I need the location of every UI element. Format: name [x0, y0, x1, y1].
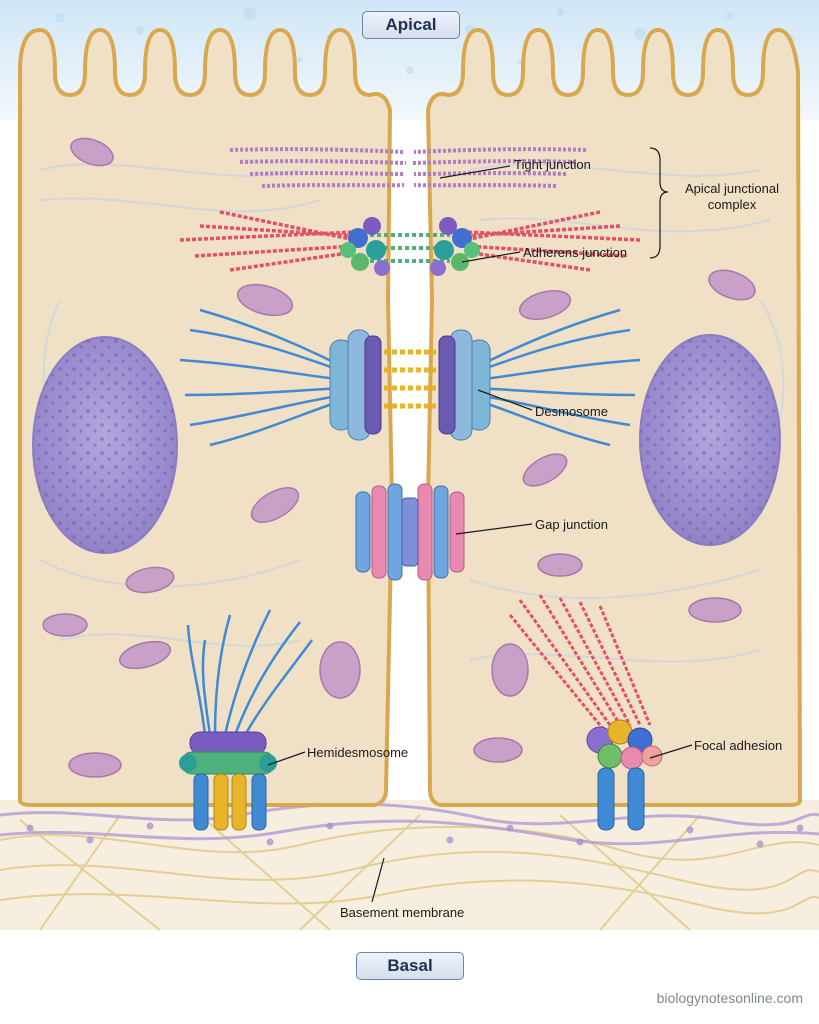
- apical-complex-text: Apical junctional complex: [685, 181, 779, 212]
- focal-adhesion: [508, 594, 663, 831]
- tight-junction-label: Tight junction: [514, 157, 591, 172]
- mitochondria: [42, 137, 756, 778]
- apical-tag: Apical: [362, 11, 460, 39]
- tight-junction: [229, 147, 587, 188]
- basal-tag: Basal: [356, 952, 464, 980]
- desmosome-label: Desmosome: [535, 404, 608, 419]
- apical-complex-label: Apical junctional complex: [672, 181, 792, 213]
- gap-junction: [355, 483, 465, 581]
- adherens-junction-label: Adherens junction: [523, 245, 628, 260]
- basement-membrane-label: Basement membrane: [340, 905, 465, 920]
- focal-adhesion-label: Focal adhesion: [694, 738, 783, 753]
- left-nucleus: [32, 336, 178, 554]
- basal-label: Basal: [387, 956, 433, 975]
- hemidesmosome: [179, 609, 314, 831]
- apical-label: Apical: [385, 15, 437, 34]
- adherens-junction: [179, 210, 641, 276]
- left-cell: [18, 27, 395, 807]
- basement-membrane: [0, 800, 819, 931]
- source-credit[interactable]: biologynotesonline.com: [656, 990, 803, 1006]
- leader-lines: [267, 147, 693, 903]
- hemidesmosome-label: Hemidesmosome: [307, 745, 409, 760]
- right-nucleus: [639, 334, 781, 546]
- desmosome: [179, 308, 641, 447]
- gap-junction-label: Gap junction: [535, 517, 608, 532]
